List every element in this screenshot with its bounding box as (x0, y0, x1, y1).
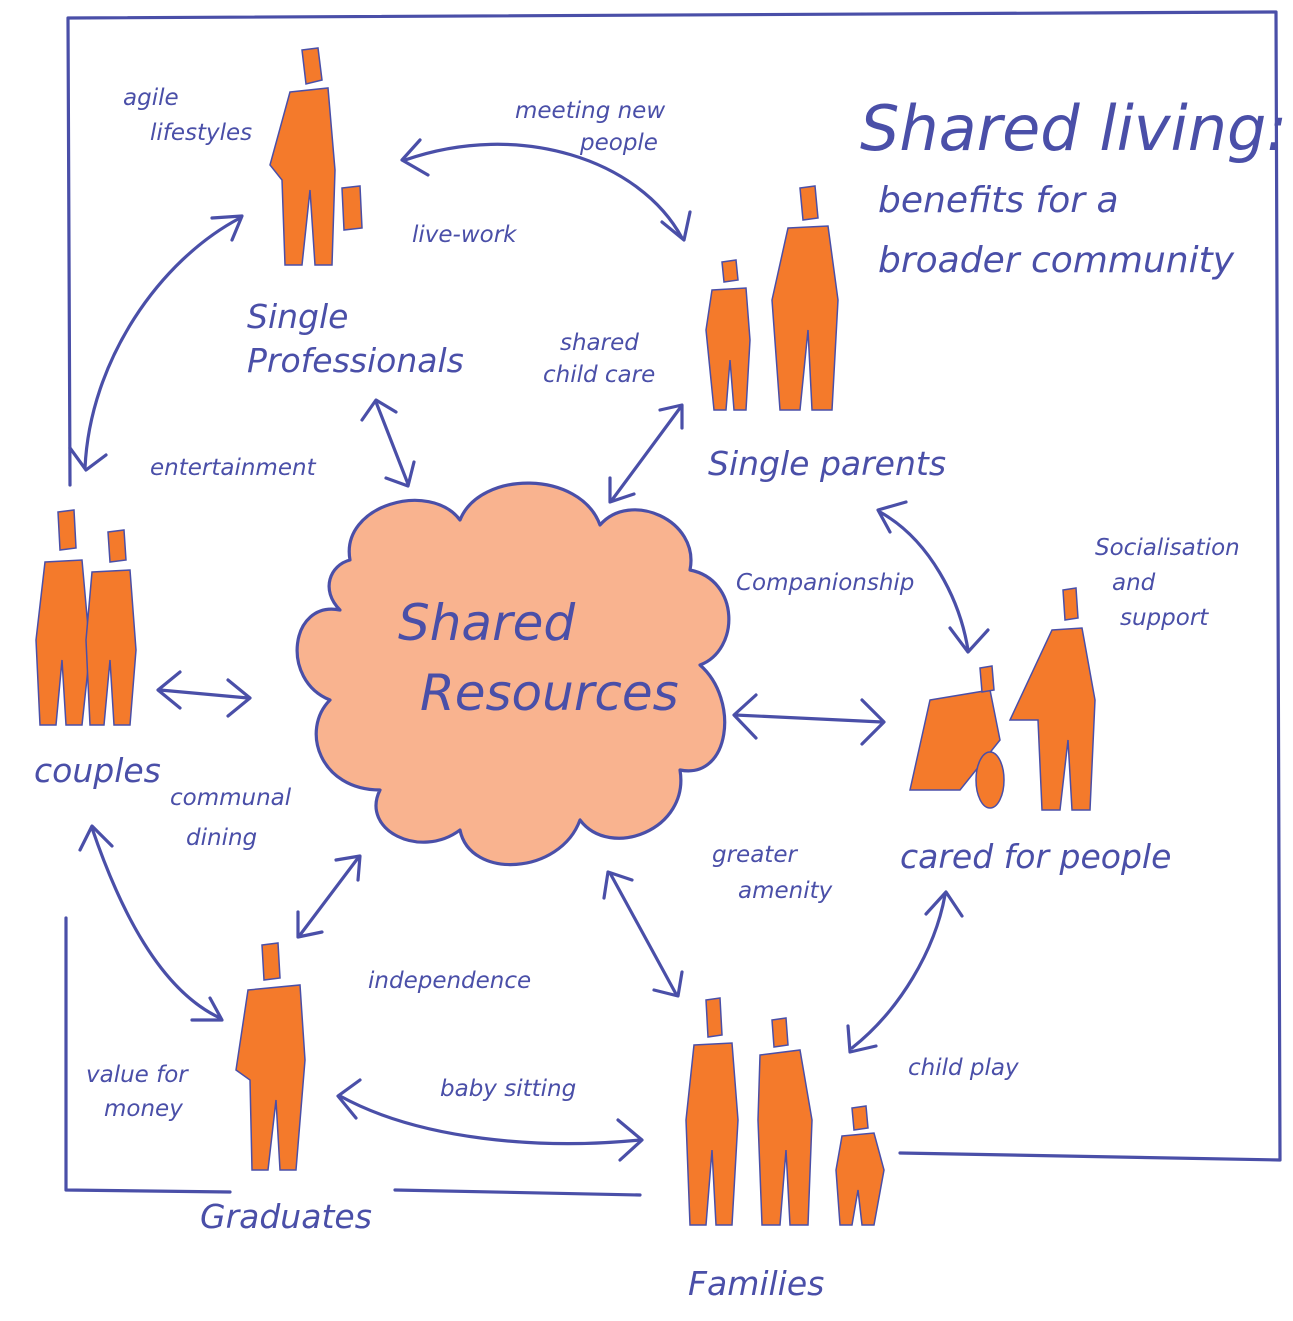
benefit-label-greater-amenity-2: amenity (738, 878, 833, 904)
benefit-label-agile-lifestyles-1: agile (123, 85, 179, 111)
benefit-label-independence: independence (368, 968, 531, 994)
benefit-label-baby-sitting: baby sitting (440, 1076, 576, 1102)
group-label-single-parents: Single parents (708, 444, 946, 483)
benefit-label-meeting-new-people-1: meeting new (515, 98, 665, 124)
group-label-single-professionals-2: Professionals (247, 341, 464, 380)
group-label-couples: couples (34, 751, 161, 790)
group-label-single-professionals-1: Single (247, 297, 348, 336)
benefit-label-value-for-money-1: value for (86, 1062, 189, 1088)
group-label-cared-for-people: cared for people (900, 837, 1171, 876)
benefit-label-socialisation-3: support (1120, 605, 1209, 631)
benefit-label-socialisation-2: and (1112, 570, 1156, 596)
benefit-label-value-for-money-2: money (104, 1096, 183, 1122)
benefit-label-greater-amenity-1: greater (712, 842, 798, 868)
single-parent-person-icon (705, 185, 839, 411)
benefit-label-child-play: child play (908, 1055, 1019, 1081)
center-label-line-1: Shared (398, 594, 575, 652)
briefcase-icon (341, 185, 363, 231)
group-label-families: Families (688, 1264, 824, 1303)
group-label-graduates: Graduates (200, 1197, 372, 1236)
couple-person-icon (35, 509, 137, 726)
benefit-label-agile-lifestyles-2: lifestyles (150, 120, 252, 146)
double-arrow-icon (68, 138, 990, 1162)
benefit-label-socialisation-1: Socialisation (1095, 535, 1240, 561)
cared-for-person-icon (909, 587, 1096, 811)
single-professional-person-icon (269, 47, 363, 266)
shared-resources-cloud (295, 481, 731, 867)
center-label-line-2: Resources (420, 664, 679, 722)
benefit-label-shared-child-care-1: shared (560, 330, 639, 356)
subtitle-line-1: benefits for a (878, 180, 1119, 221)
frame-border (64, 10, 1282, 1197)
benefit-label-meeting-new-people-2: people (579, 130, 658, 156)
family-person-icon (685, 997, 885, 1226)
benefit-label-shared-child-care-2: child care (543, 362, 655, 388)
graduate-person-icon (235, 942, 306, 1171)
benefit-label-companionship: Companionship (736, 570, 914, 596)
benefit-label-communal-dining-1: communal (170, 785, 292, 811)
benefit-label-communal-dining-2: dining (186, 825, 257, 851)
page-title: Shared living: (860, 92, 1287, 165)
benefit-label-entertainment: entertainment (150, 455, 317, 481)
subtitle-line-2: broader community (878, 240, 1235, 281)
benefit-label-live-work: live-work (412, 222, 518, 248)
